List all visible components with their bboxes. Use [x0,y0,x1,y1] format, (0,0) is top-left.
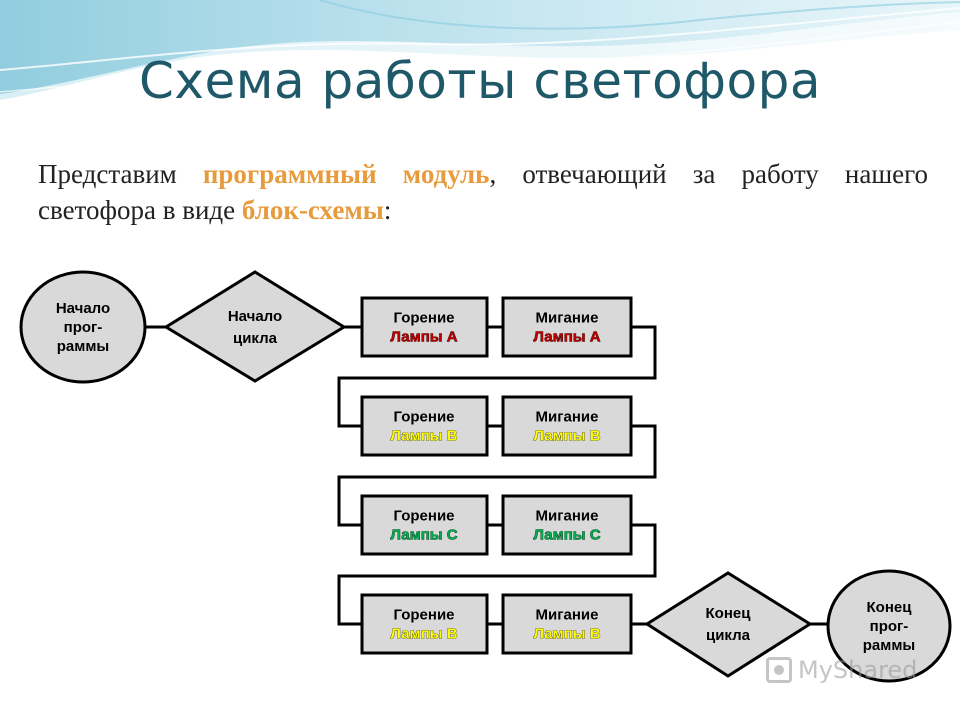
end-label-line: раммы [863,637,916,654]
intro-text-part: : [383,195,392,225]
blink-label-2-line: Мигание [536,409,599,426]
watermark: MyShared [766,656,917,684]
blink-label-1-line: Лампы А [533,329,600,346]
blink-label-4-line: Мигание [536,607,599,624]
blink-label-2-line: Лампы В [533,428,600,445]
connector-row-3-to-row-4 [337,523,657,626]
header-wave-decoration [0,0,960,100]
blink-box-4 [501,593,633,655]
loop-end-label-line: цикла [706,627,751,644]
burn-label-3-line: Горение [393,508,454,525]
start-label-line: Начало [56,300,110,317]
loop-start-label: Начало цикла [228,308,282,347]
intro-text: Представим программный модуль, отвечающи… [38,156,928,228]
watermark-text: MyShared [798,656,918,684]
burn-label-3-line: Лампы С [390,527,457,544]
start-label: Начало прог-раммы [56,300,110,355]
intro-text-part: Представим [38,159,203,189]
burn-box-1 [360,296,489,358]
slide-title: Схема работы светофора [139,52,821,110]
intro-text-part: , отвечающий за работу нашего светофора … [38,159,928,225]
burn-box-3 [360,494,489,556]
blink-box-1 [501,296,633,358]
start-oval [19,270,147,384]
blink-label-4-line: Лампы В [533,626,600,643]
end-label-line: Конец [867,599,913,616]
end-label: Конец прог-раммы [863,599,916,654]
blink-box-2 [501,395,633,457]
burn-label-4-line: Лампы В [390,626,457,643]
blink-label-1-line: Мигание [536,310,599,327]
burn-label-2-line: Горение [393,409,454,426]
burn-label-4-line: Горение [393,607,454,624]
loop-end-label: Конец цикла [706,605,752,644]
myshared-logo-icon [766,657,792,683]
blink-label-3-line: Мигание [536,508,599,525]
intro-highlight-module: программный модуль [202,159,490,189]
start-label-line: прог- [64,319,103,336]
blink-label-3-line: Лампы С [533,527,600,544]
connector-row-2-to-row-3 [337,424,657,527]
burn-label-1-line: Лампы А [390,329,457,346]
burn-box-4 [360,593,489,655]
loop-start-diamond [163,270,347,383]
start-label-line: раммы [57,338,110,355]
loop-start-label-line: Начало [228,308,282,325]
blink-box-3 [501,494,633,556]
loop-end-label-line: Конец [706,605,752,622]
burn-label-2-line: Лампы В [390,428,457,445]
end-label-line: прог- [870,618,909,635]
loop-end-diamond [644,571,813,678]
connector-row-1-to-row-2 [337,325,657,428]
loop-start-label-line: цикла [233,330,278,347]
end-oval [826,569,952,683]
burn-label-1-line: Горение [393,310,454,327]
intro-highlight-flowchart: блок-схемы [241,195,384,225]
burn-box-2 [360,395,489,457]
